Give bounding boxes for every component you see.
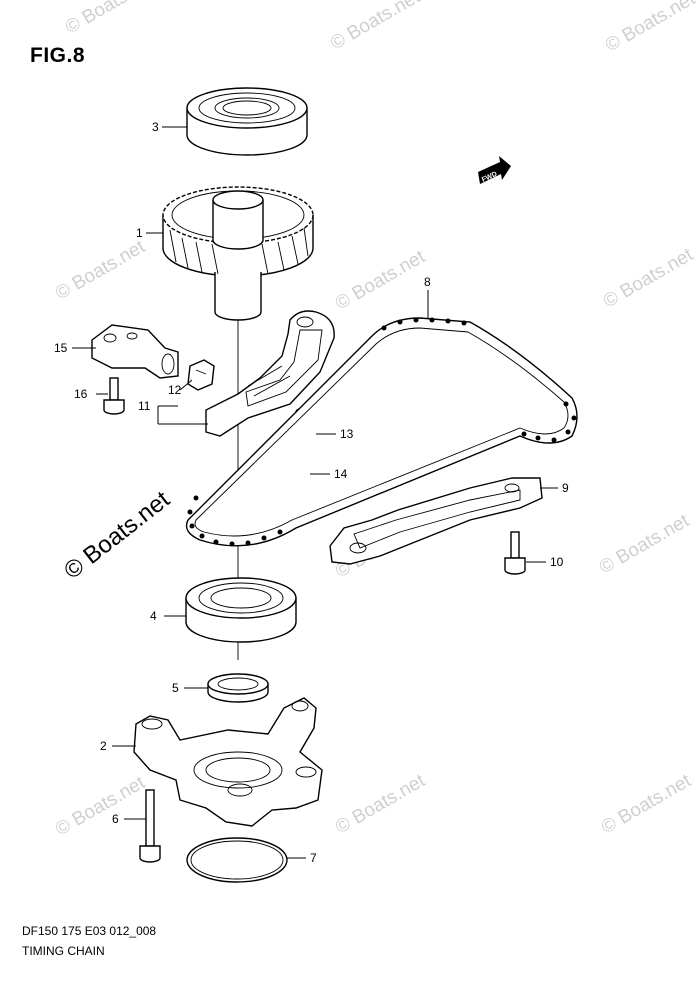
fwd-arrow-badge: FWD (478, 156, 511, 184)
clip (187, 359, 215, 391)
bolt-10 (504, 531, 526, 575)
callout-8: 8 (424, 275, 431, 289)
watermark: © Boats.net (52, 772, 149, 840)
diagram-name: TIMING CHAIN (22, 944, 105, 958)
watermark: © Boats.net (598, 770, 695, 838)
callout-13: 13 (340, 427, 354, 441)
timing-chain (185, 317, 578, 547)
callout-12: 12 (168, 383, 182, 397)
watermark: © Boats.net (52, 236, 149, 304)
figure-title: FIG.8 (30, 44, 86, 67)
gear-housing (133, 697, 323, 827)
watermark: © Boats.net (62, 0, 159, 38)
drive-gear (162, 186, 314, 321)
watermark: © Boats.net (332, 246, 429, 314)
callout-15: 15 (54, 341, 68, 355)
bearing-top (186, 87, 308, 156)
callout-14: 14 (334, 467, 348, 481)
watermark-large: © Boats.net (59, 486, 175, 585)
watermark: © Boats.net (596, 510, 693, 578)
callout-4: 4 (150, 609, 157, 623)
chain-guide-lower (329, 477, 543, 565)
chain-tensioner (91, 324, 179, 379)
callout-16: 16 (74, 387, 88, 401)
oil-seal (207, 673, 269, 703)
callout-11: 11 (138, 399, 151, 413)
watermark: © Boats.net (602, 0, 696, 56)
callout-7: 7 (310, 851, 317, 865)
callout-5: 5 (172, 681, 179, 695)
watermark: © Boats.net (327, 0, 424, 54)
callout-9: 9 (562, 481, 569, 495)
callout-3: 3 (152, 120, 159, 134)
callout-10: 10 (550, 555, 564, 569)
diagram-code: DF150 175 E03 012_008 (22, 924, 157, 938)
leader-lines (72, 126, 558, 859)
callout-numbers: 3 1 8 15 16 12 11 13 14 9 10 4 5 2 6 7 (54, 120, 569, 865)
watermark: © Boats.net (332, 770, 429, 838)
watermark: © Boats.net (600, 244, 696, 312)
callout-1: 1 (136, 226, 143, 240)
o-ring (186, 837, 288, 883)
callout-6: 6 (112, 812, 119, 826)
bearing-lower (185, 577, 297, 643)
callout-2: 2 (100, 739, 107, 753)
chain-guide-upper (205, 310, 335, 437)
bolt-6 (139, 789, 161, 863)
bolt-16 (103, 377, 125, 415)
